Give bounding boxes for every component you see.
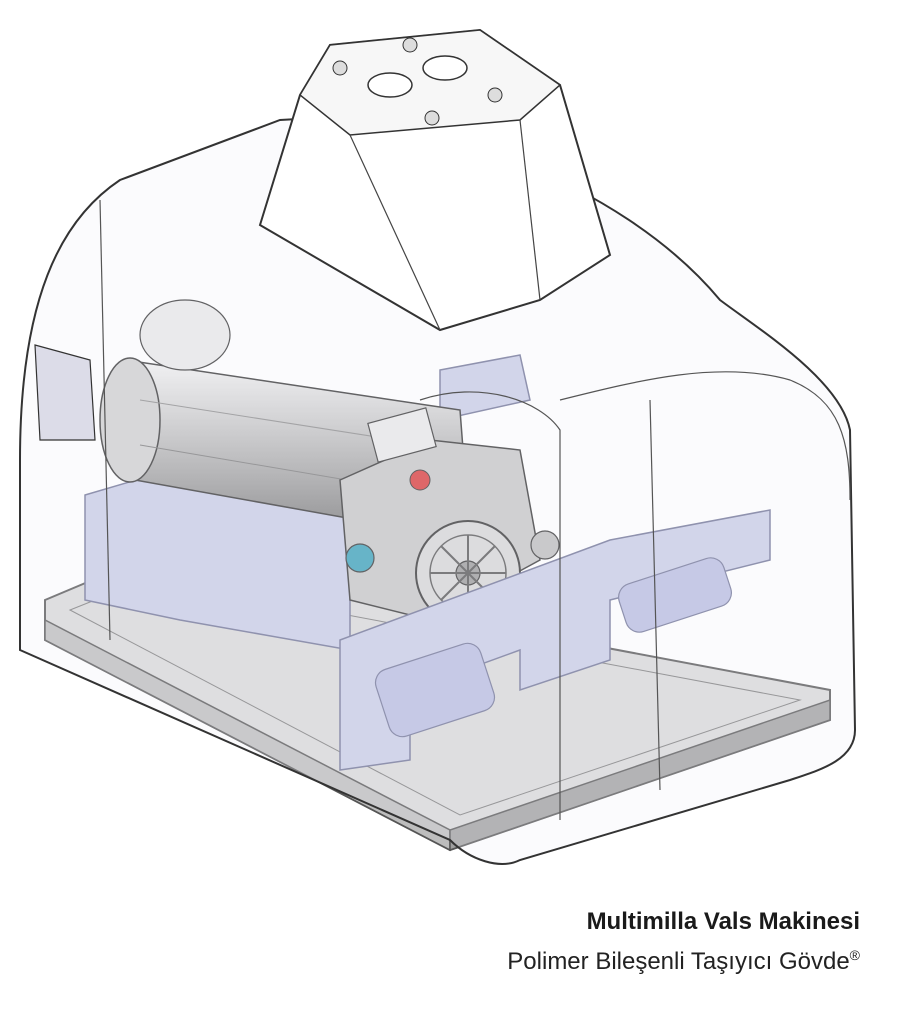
feed-hopper <box>258 28 612 332</box>
machine-illustration <box>19 28 857 865</box>
caption-subtitle: Polimer Bileşenli Taşıyıcı Gövde® <box>507 938 860 979</box>
caption-title: Multimilla Vals Makinesi <box>586 908 860 935</box>
caption-subtitle-text: Polimer Bileşenli Taşıyıcı Gövde <box>507 948 850 975</box>
polymer-frame-rear <box>84 354 531 651</box>
registered-mark: ® <box>849 947 860 963</box>
polymer-frame-front <box>339 509 771 771</box>
caption: Multimilla Vals Makinesi Polimer Bileşen… <box>507 906 860 979</box>
transparent-housing <box>19 118 857 865</box>
